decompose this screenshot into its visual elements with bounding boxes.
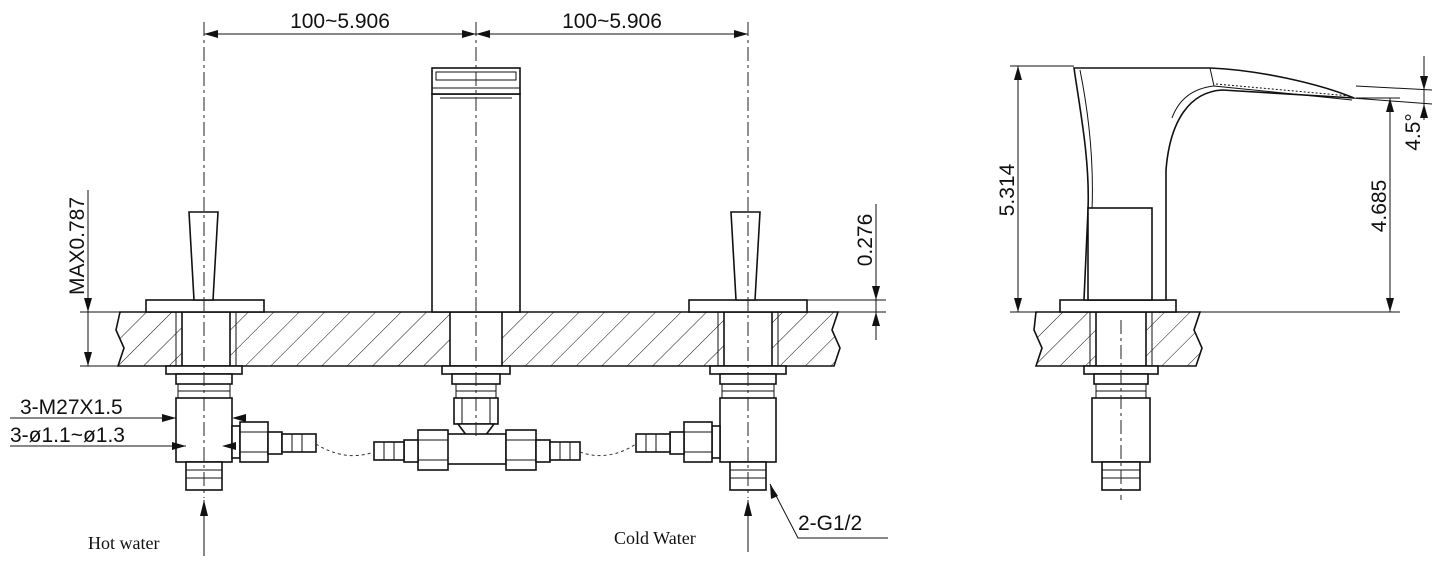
handle-max-dimension [80,190,146,367]
hot-hose [315,443,375,457]
cold-inlet-arrow [744,500,752,552]
connection-leader [769,483,888,539]
side-view: 5.314 4.685 4.5° [996,56,1433,500]
cold-hose-fitting [635,421,721,463]
spout-angle-dimension [1351,56,1433,120]
hot-hose-fitting [231,421,317,463]
deck-thickness-dim: 0.276 [854,214,877,267]
connection-dim: 2-G1/2 [798,512,862,535]
spout-angle-dim: 4.5° [1402,113,1425,151]
hot-handle [145,211,265,313]
thread-dim: 3-M27X1.5 [20,396,123,419]
cold-water-label: Cold Water [614,528,696,548]
side-height-dim: 5.314 [996,163,1019,216]
countertop-section [115,311,841,367]
hot-inlet-arrow [200,500,208,556]
thread-hole-dimensions [10,414,246,450]
deck-thickness-dimension [807,204,886,340]
hole-diameter-dim: 3-ø1.1~ø1.3 [10,424,125,447]
spread-left-dim: 100~5.906 [290,10,390,33]
spread-right-dim: 100~5.906 [562,10,662,33]
handle-max-height-dim: MAX0.787 [66,197,89,295]
spout-height-dim: 4.685 [1368,180,1391,233]
cold-hose [579,443,637,457]
hot-water-label: Hot water [88,533,159,553]
side-body [1059,67,1355,313]
side-height-dimension [1010,65,1074,313]
spread-dimension [204,30,748,38]
spout-height-dimension [1200,97,1400,313]
front-view: 100~5.906 100~5.906 MAX0.787 0.276 [10,10,888,556]
tee-connector [373,423,581,471]
